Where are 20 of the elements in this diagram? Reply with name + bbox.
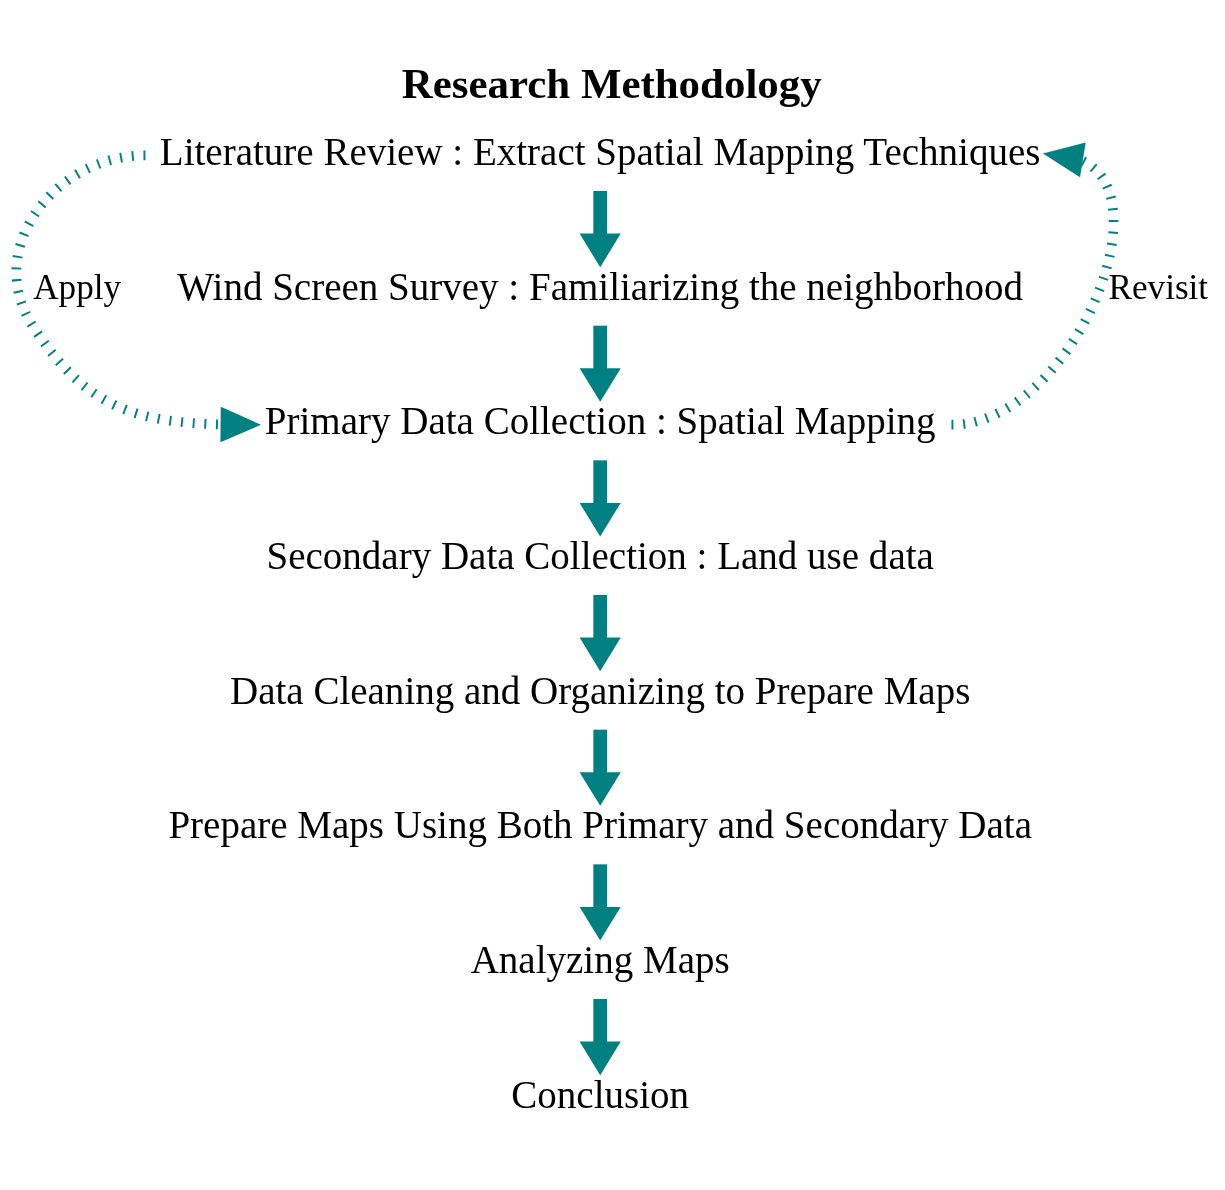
arrow	[579, 998, 621, 1075]
node-text: Secondary Data Collection : Land use data	[266, 533, 934, 577]
node-text: Conclusion	[511, 1072, 690, 1116]
node-text: Prepare Maps Using Both Primary and Secondary Data	[168, 802, 1032, 846]
node-text: Wind Screen Survey : Familiarizing the neighborhood	[177, 264, 1024, 308]
arrow	[579, 594, 621, 671]
edge-label: Apply	[33, 267, 122, 307]
arrow	[579, 325, 621, 402]
diagram-title: Research Methodology	[401, 59, 822, 107]
node-text: Literature Review : Extract Spatial Mapping Techniques	[159, 129, 1041, 173]
arrow	[579, 729, 621, 806]
node-text: Primary Data Collection : Spatial Mapping	[264, 398, 936, 442]
arrow	[579, 863, 621, 940]
edge-label: Revisit	[1108, 267, 1209, 307]
arrow	[11, 150, 262, 442]
arrow	[579, 190, 621, 267]
arrow	[950, 141, 1119, 430]
arrow	[579, 459, 621, 536]
node-text: Analyzing Maps	[470, 937, 730, 981]
node-text: Data Cleaning and Organizing to Prepare Maps	[229, 668, 971, 712]
